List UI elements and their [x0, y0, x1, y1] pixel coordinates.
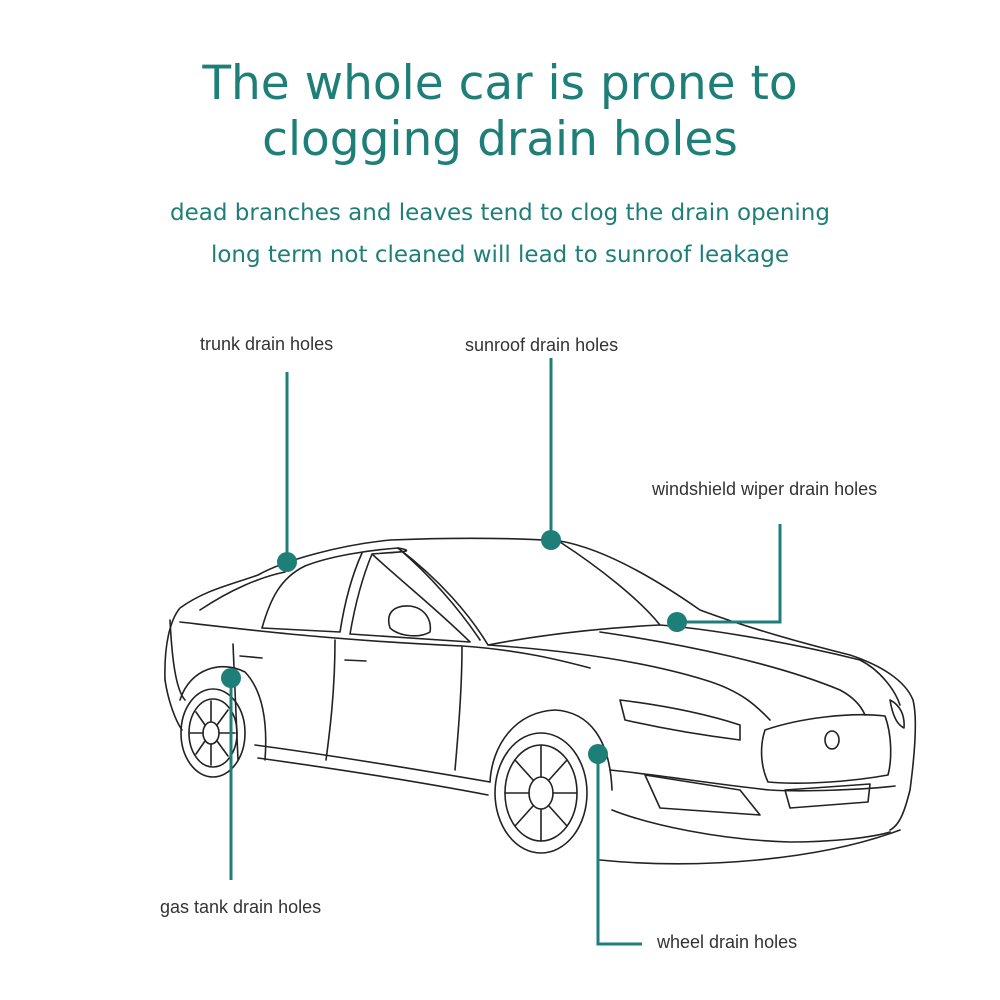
callout-dots: [221, 530, 687, 764]
subtitle-line-1: dead branches and leaves tend to clog th…: [170, 200, 830, 226]
label-sunroof-drain-holes: sunroof drain holes: [465, 335, 619, 355]
title-line-1: The whole car is prone to: [202, 56, 798, 111]
sunroof-drain-marker: [541, 530, 561, 550]
page-title: The whole car is prone to clogging drain…: [0, 56, 1000, 168]
label-windshield-wiper-drain-holes: windshield wiper drain holes: [652, 479, 878, 499]
car-line-art: [164, 537, 917, 865]
title-line-2: clogging drain holes: [262, 112, 738, 167]
wheel-leader-line: [596, 754, 642, 946]
trunk-drain-marker: [277, 552, 297, 572]
label-wheel-drain-holes: wheel drain holes: [657, 932, 798, 952]
gas-tank-drain-marker: [221, 668, 241, 688]
windshield-leader-line: [677, 524, 782, 624]
callout-lines: [229, 358, 782, 946]
label-trunk-drain-holes: trunk drain holes: [200, 334, 334, 354]
windshield-drain-marker: [667, 612, 687, 632]
subtitle-line-2: long term not cleaned will lead to sunro…: [210, 242, 790, 268]
label-gas-tank-drain-holes: gas tank drain holes: [160, 897, 322, 917]
wheel-drain-marker: [588, 744, 608, 764]
